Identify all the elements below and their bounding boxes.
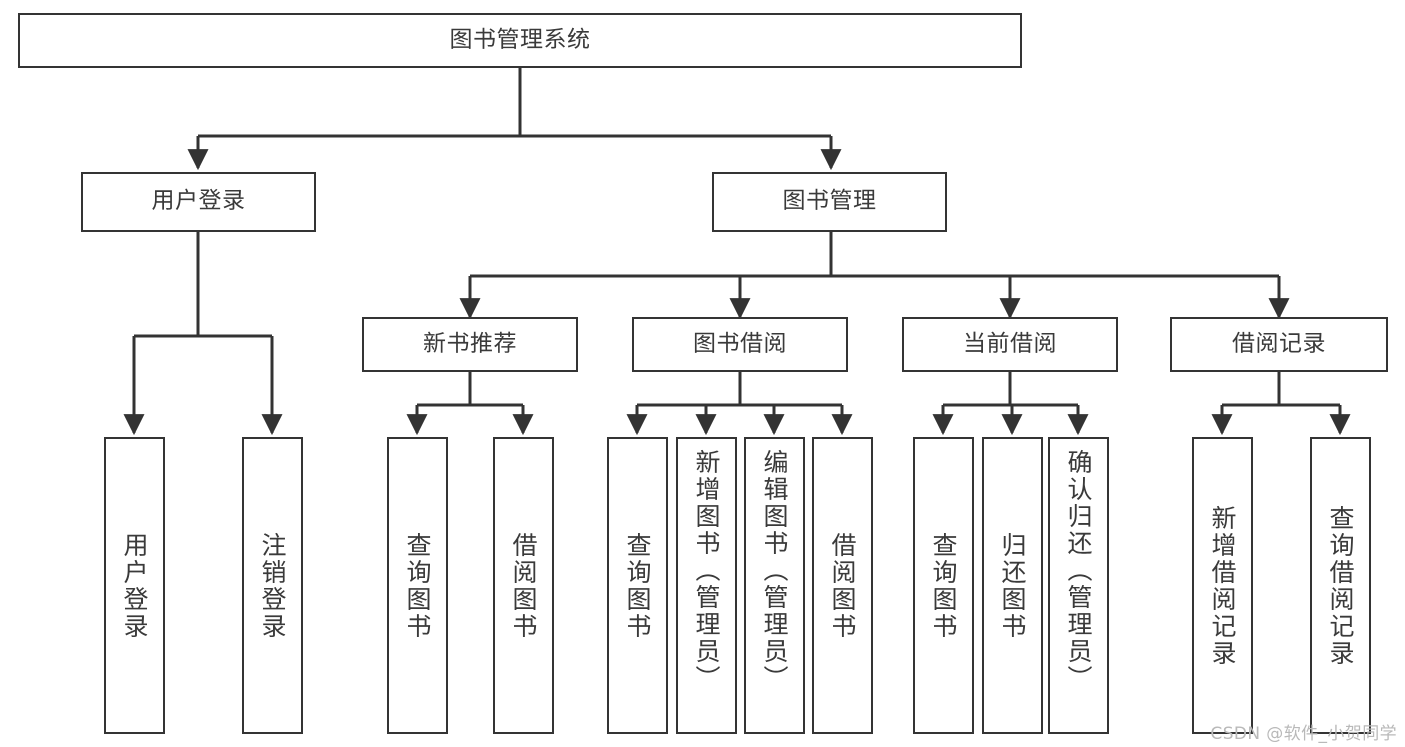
leaf-book-borrow-borrow-book[interactable]: 借阅图书	[812, 437, 873, 734]
leaf-borrow-record-add-record[interactable]: 新增借阅记录	[1192, 437, 1253, 734]
node-book-management-label: 图书管理	[782, 188, 877, 215]
leaf-user-login-logout-label: 注销登录	[258, 531, 287, 640]
leaf-book-borrow-query-book[interactable]: 查询图书	[607, 437, 668, 734]
node-current-borrow[interactable]: 当前借阅	[902, 317, 1118, 372]
node-borrow-record-label: 借阅记录	[1232, 330, 1326, 357]
leaf-current-borrow-query-book-label: 查询图书	[929, 531, 958, 640]
leaf-user-login-login-label: 用户登录	[120, 531, 149, 640]
leaf-current-borrow-return-book-label: 归还图书	[998, 531, 1027, 640]
leaf-borrow-record-query-record-label: 查询借阅记录	[1326, 504, 1355, 667]
leaf-book-borrow-add-book-admin-label: 新增图书（管理员）	[692, 449, 721, 692]
leaf-current-borrow-query-book[interactable]: 查询图书	[913, 437, 974, 734]
leaf-current-borrow-confirm-return-admin[interactable]: 确认归还（管理员）	[1048, 437, 1109, 734]
node-new-book-recommend[interactable]: 新书推荐	[362, 317, 578, 372]
node-user-login-label: 用户登录	[151, 188, 246, 215]
leaf-book-borrow-borrow-book-label: 借阅图书	[828, 531, 857, 640]
leaf-user-login-login[interactable]: 用户登录	[104, 437, 165, 734]
leaf-book-borrow-query-book-label: 查询图书	[623, 531, 652, 640]
leaf-book-borrow-edit-book-admin[interactable]: 编辑图书（管理员）	[744, 437, 805, 734]
node-borrow-record[interactable]: 借阅记录	[1170, 317, 1388, 372]
node-new-book-recommend-label: 新书推荐	[423, 330, 517, 357]
leaf-new-book-query-book-label: 查询图书	[403, 531, 432, 640]
node-book-borrow[interactable]: 图书借阅	[632, 317, 848, 372]
leaf-new-book-borrow-book-label: 借阅图书	[509, 531, 538, 640]
leaf-current-borrow-confirm-return-admin-label: 确认归还（管理员）	[1064, 449, 1093, 692]
node-book-management[interactable]: 图书管理	[712, 172, 947, 232]
leaf-book-borrow-edit-book-admin-label: 编辑图书（管理员）	[760, 449, 789, 692]
leaf-book-borrow-add-book-admin[interactable]: 新增图书（管理员）	[676, 437, 737, 734]
leaf-new-book-query-book[interactable]: 查询图书	[387, 437, 448, 734]
leaf-borrow-record-add-record-label: 新增借阅记录	[1208, 504, 1237, 667]
leaf-current-borrow-return-book[interactable]: 归还图书	[982, 437, 1043, 734]
node-root-label: 图书管理系统	[449, 26, 591, 53]
leaf-borrow-record-query-record[interactable]: 查询借阅记录	[1310, 437, 1371, 734]
node-book-borrow-label: 图书借阅	[693, 330, 787, 357]
node-user-login[interactable]: 用户登录	[81, 172, 316, 232]
node-root-book-management-system[interactable]: 图书管理系统	[18, 13, 1022, 68]
csdn-watermark: CSDN @软件_小贺同学	[1210, 724, 1397, 744]
leaf-new-book-borrow-book[interactable]: 借阅图书	[493, 437, 554, 734]
node-current-borrow-label: 当前借阅	[963, 330, 1057, 357]
leaf-user-login-logout[interactable]: 注销登录	[242, 437, 303, 734]
